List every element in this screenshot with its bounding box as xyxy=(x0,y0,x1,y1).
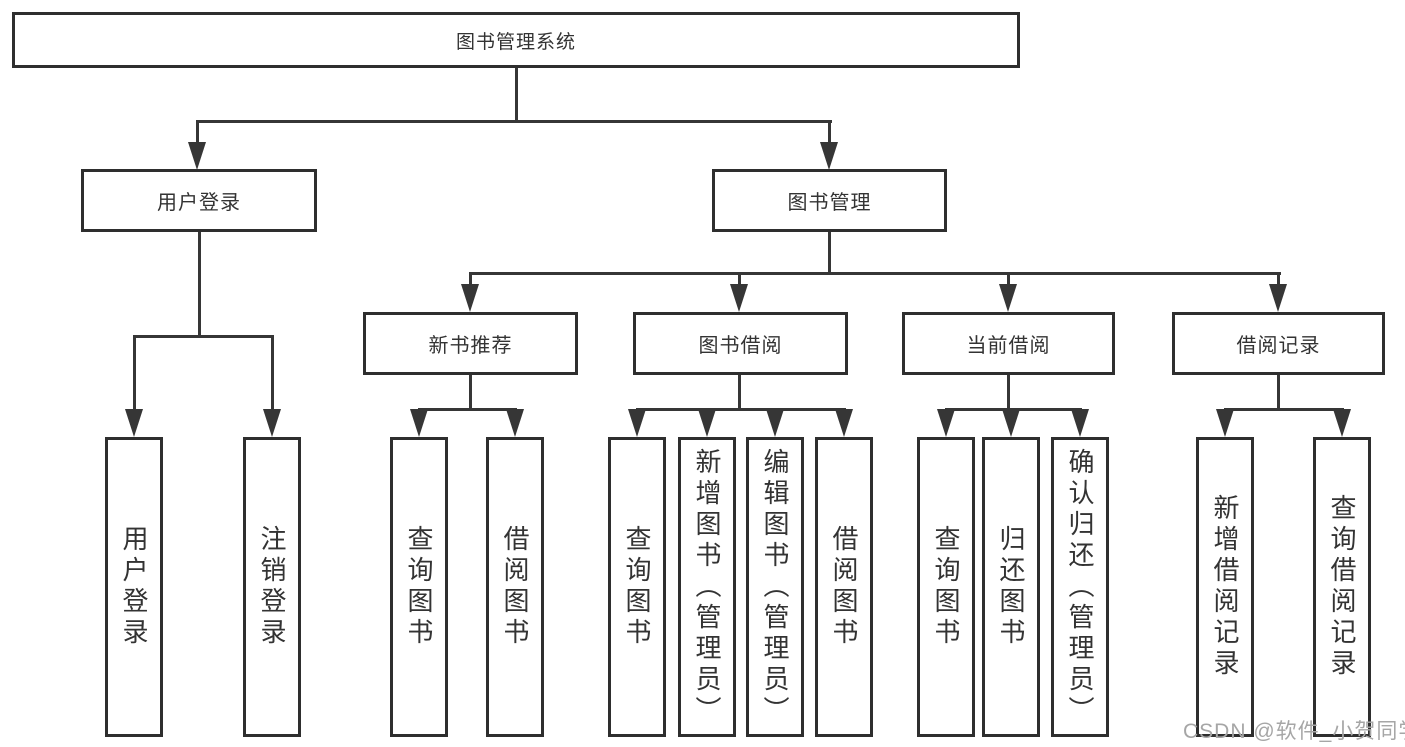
leaf-borrow-books: 借阅图书 xyxy=(815,437,873,737)
arrow-down-icon xyxy=(506,409,524,437)
connector-drop-user-login xyxy=(196,120,199,144)
arrow-down-icon xyxy=(1269,284,1287,312)
connector-drop-book-mgmt xyxy=(828,120,831,144)
leaf-add-books-admin: 新增图书（管理员） xyxy=(678,437,736,737)
connector-book-mgmt-stem xyxy=(828,232,831,272)
connector-drop-book-borrow xyxy=(738,272,741,286)
arrow-down-icon xyxy=(766,409,784,437)
leaf-add-borrow-record: 新增借阅记录 xyxy=(1196,437,1254,737)
connector-book-borrow-rail xyxy=(636,408,846,411)
arrow-down-icon xyxy=(1002,409,1020,437)
leaf-label: 查询图书 xyxy=(931,525,961,649)
leaf-user-login: 用户登录 xyxy=(105,437,163,737)
leaf-label: 用户登录 xyxy=(119,525,149,649)
leaf-label: 新增图书（管理员） xyxy=(692,447,722,727)
connector-new-book-stem xyxy=(469,375,472,408)
connector-book-borrow-stem xyxy=(738,375,741,408)
leaf-query-borrow-record: 查询借阅记录 xyxy=(1313,437,1371,737)
connector-user-login-stem xyxy=(198,232,201,335)
leaf-query-books-borrow: 查询图书 xyxy=(608,437,666,737)
leaf-label: 编辑图书（管理员） xyxy=(760,447,790,727)
arrow-down-icon xyxy=(410,409,428,437)
connector-root-stem xyxy=(515,68,518,120)
connector-drop-new-book xyxy=(469,272,472,286)
node-user-login: 用户登录 xyxy=(81,169,317,232)
csdn-watermark: CSDN @软件_小贺同学 xyxy=(1183,720,1405,743)
arrow-down-icon xyxy=(461,284,479,312)
connector-borrow-records-rail xyxy=(1224,408,1344,411)
leaf-label: 借阅图书 xyxy=(829,525,859,649)
node-borrow-records: 借阅记录 xyxy=(1172,312,1385,375)
arrow-down-icon xyxy=(1333,409,1351,437)
node-new-book-recommend: 新书推荐 xyxy=(363,312,578,375)
leaf-label: 归还图书 xyxy=(996,525,1026,649)
leaf-label: 查询图书 xyxy=(622,525,652,649)
arrow-down-icon xyxy=(125,409,143,437)
node-root-library-system: 图书管理系统 xyxy=(12,12,1020,68)
arrow-down-icon xyxy=(263,409,281,437)
connector-drop-leaf-login xyxy=(133,335,136,411)
leaf-label: 查询借阅记录 xyxy=(1327,494,1357,680)
leaf-edit-books-admin: 编辑图书（管理员） xyxy=(746,437,804,737)
arrow-down-icon xyxy=(628,409,646,437)
arrow-down-icon xyxy=(999,284,1017,312)
connector-drop-borrow-records xyxy=(1277,272,1280,286)
connector-current-borrow-stem xyxy=(1007,375,1010,408)
leaf-label: 借阅图书 xyxy=(500,525,530,649)
leaf-confirm-return-admin: 确认归还（管理员） xyxy=(1051,437,1109,737)
node-book-borrow: 图书借阅 xyxy=(633,312,848,375)
arrow-down-icon xyxy=(820,142,838,170)
connector-borrow-records-stem xyxy=(1277,375,1280,408)
connector-new-book-rail xyxy=(418,408,517,411)
leaf-return-books: 归还图书 xyxy=(982,437,1040,737)
arrow-down-icon xyxy=(698,409,716,437)
arrow-down-icon xyxy=(730,284,748,312)
leaf-label: 确认归还（管理员） xyxy=(1065,447,1095,727)
connector-user-login-rail xyxy=(133,335,274,338)
leaf-logout: 注销登录 xyxy=(243,437,301,737)
connector-drop-leaf-logout xyxy=(271,335,274,411)
node-current-borrow: 当前借阅 xyxy=(902,312,1115,375)
connector-root-rail xyxy=(196,120,832,123)
leaf-label: 新增借阅记录 xyxy=(1210,494,1240,680)
leaf-label: 查询图书 xyxy=(404,525,434,649)
arrow-down-icon xyxy=(1071,409,1089,437)
node-book-management: 图书管理 xyxy=(712,169,947,232)
connector-book-mgmt-rail xyxy=(469,272,1281,275)
leaf-borrow-books-recommend: 借阅图书 xyxy=(486,437,544,737)
connector-drop-current-borrow xyxy=(1007,272,1010,286)
arrow-down-icon xyxy=(835,409,853,437)
arrow-down-icon xyxy=(1216,409,1234,437)
arrow-down-icon xyxy=(188,142,206,170)
leaf-query-books-current: 查询图书 xyxy=(917,437,975,737)
leaf-label: 注销登录 xyxy=(257,525,287,649)
leaf-query-books-recommend: 查询图书 xyxy=(390,437,448,737)
arrow-down-icon xyxy=(937,409,955,437)
